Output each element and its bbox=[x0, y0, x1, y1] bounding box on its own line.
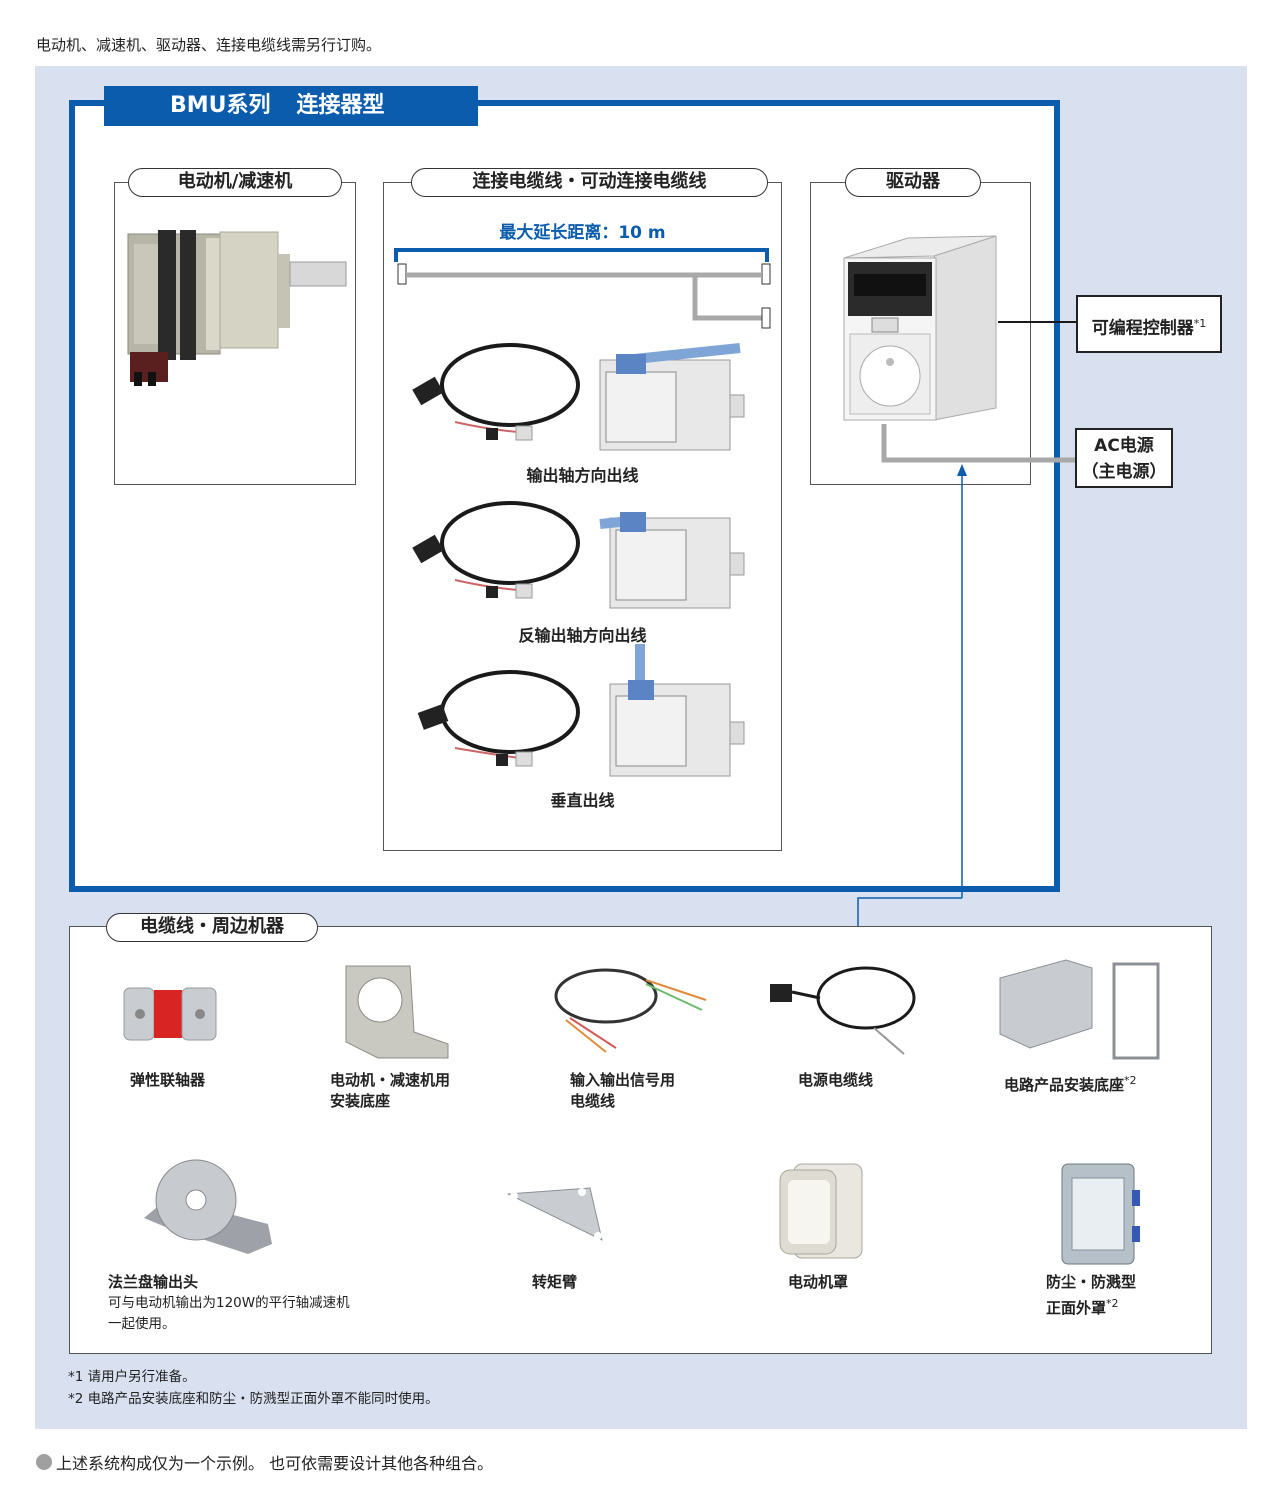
mounting-bracket-name-2: 安装底座 bbox=[330, 1092, 391, 1110]
circuit-mounting-plate-image bbox=[999, 959, 1160, 1060]
plc-box: 可编程控制器*1 bbox=[1076, 295, 1222, 353]
cable-image-vertical bbox=[417, 644, 745, 777]
footnote-1: *1 请用户另行准备。 bbox=[68, 1369, 196, 1385]
cable-type-2: 反输出轴方向出线 bbox=[518, 626, 647, 645]
flange-output-desc-2: 一起使用。 bbox=[108, 1316, 176, 1332]
circuit-plate-name: 电路产品安装底座 bbox=[1004, 1076, 1125, 1094]
mounting-bracket-image bbox=[345, 965, 449, 1059]
peripherals-title: 电缆线・周边机器 bbox=[106, 913, 318, 942]
driver-label: 驱动器 bbox=[845, 168, 981, 197]
torque-arm-label: 转矩臂 bbox=[532, 1272, 577, 1293]
series-title: BMU系列连接器型 bbox=[104, 86, 478, 126]
footnotes: *1 请用户另行准备。 *2 电路产品安装底座和防尘・防溅型正面外罩不能同时使用… bbox=[68, 1366, 439, 1410]
motor-cover-label: 电动机罩 bbox=[788, 1272, 848, 1293]
flange-output-name: 法兰盘输出头 bbox=[108, 1273, 199, 1291]
max-distance-label: 最大延长距离：10 m bbox=[499, 223, 666, 243]
io-cable-name-1: 输入输出信号用 bbox=[570, 1071, 676, 1089]
power-cable-image bbox=[770, 966, 916, 1055]
cable-diagram bbox=[394, 248, 771, 329]
cable-image-output-shaft bbox=[412, 343, 745, 451]
front-cover-label: 防尘・防溅型 正面外罩*2 bbox=[1046, 1272, 1136, 1319]
coupling-image bbox=[123, 987, 217, 1041]
power-cable-label: 电源电缆线 bbox=[798, 1070, 873, 1091]
ac-power-label: AC电源 bbox=[1094, 436, 1154, 456]
torque-arm-image bbox=[507, 1187, 603, 1241]
io-cable-name-2: 电缆线 bbox=[570, 1092, 616, 1110]
gray-dot-icon bbox=[36, 1454, 52, 1470]
cable-type-1: 输出轴方向出线 bbox=[526, 466, 639, 485]
circuit-plate-mark: *2 bbox=[1124, 1074, 1137, 1087]
flange-output-label: 法兰盘输出头 可与电动机输出为120W的平行轴减速机 一起使用。 bbox=[108, 1272, 350, 1335]
flange-output-desc-1: 可与电动机输出为120W的平行轴减速机 bbox=[108, 1295, 350, 1311]
cable-type-3: 垂直出线 bbox=[550, 791, 615, 810]
front-cover-name-1: 防尘・防溅型 bbox=[1046, 1273, 1137, 1291]
front-cover-image bbox=[1061, 1163, 1140, 1265]
series-name: BMU系列 bbox=[170, 93, 271, 118]
gearmotor-image bbox=[127, 230, 347, 386]
flange-output-image bbox=[144, 1159, 272, 1254]
motor-label: 电动机/减速机 bbox=[128, 168, 342, 197]
top-note: 电动机、减速机、驱动器、连接电缆线需另行订购。 bbox=[36, 36, 382, 54]
series-type: 连接器型 bbox=[296, 93, 385, 118]
front-cover-name-2: 正面外罩 bbox=[1046, 1299, 1107, 1317]
ac-power-sub: （主电源） bbox=[1081, 462, 1167, 482]
io-cable-label: 输入输出信号用 电缆线 bbox=[570, 1070, 675, 1112]
footnote-2: *2 电路产品安装底座和防尘・防溅型正面外罩不能同时使用。 bbox=[68, 1391, 439, 1407]
plc-footnote-mark: *1 bbox=[1193, 317, 1207, 330]
power-cable-name: 电源电缆线 bbox=[798, 1071, 874, 1089]
mounting-bracket-label: 电动机・减速机用 安装底座 bbox=[330, 1070, 450, 1112]
driver-image bbox=[843, 235, 997, 421]
circuit-plate-label: 电路产品安装底座*2 bbox=[1004, 1070, 1137, 1096]
front-cover-mark: *2 bbox=[1106, 1297, 1119, 1310]
bottom-note-text: 上述系统构成仅为一个示例。 也可依需要设计其他各种组合。 bbox=[56, 1454, 494, 1473]
torque-arm-name: 转矩臂 bbox=[532, 1273, 578, 1291]
io-cable-image bbox=[554, 968, 707, 1053]
motor-cover-name: 电动机罩 bbox=[788, 1273, 849, 1291]
coupling-name: 弹性联轴器 bbox=[130, 1071, 206, 1089]
mounting-bracket-name-1: 电动机・减速机用 bbox=[330, 1071, 451, 1089]
coupling-label: 弹性联轴器 bbox=[130, 1070, 205, 1091]
cable-image-reverse bbox=[412, 501, 745, 609]
motor-cover-image bbox=[779, 1163, 863, 1259]
bottom-note: 上述系统构成仅为一个示例。 也可依需要设计其他各种组合。 bbox=[36, 1450, 493, 1474]
ac-power-box: AC电源 （主电源） bbox=[1075, 428, 1173, 488]
plc-label: 可编程控制器 bbox=[1091, 318, 1194, 339]
cable-label: 连接电缆线・可动连接电缆线 bbox=[411, 168, 768, 197]
